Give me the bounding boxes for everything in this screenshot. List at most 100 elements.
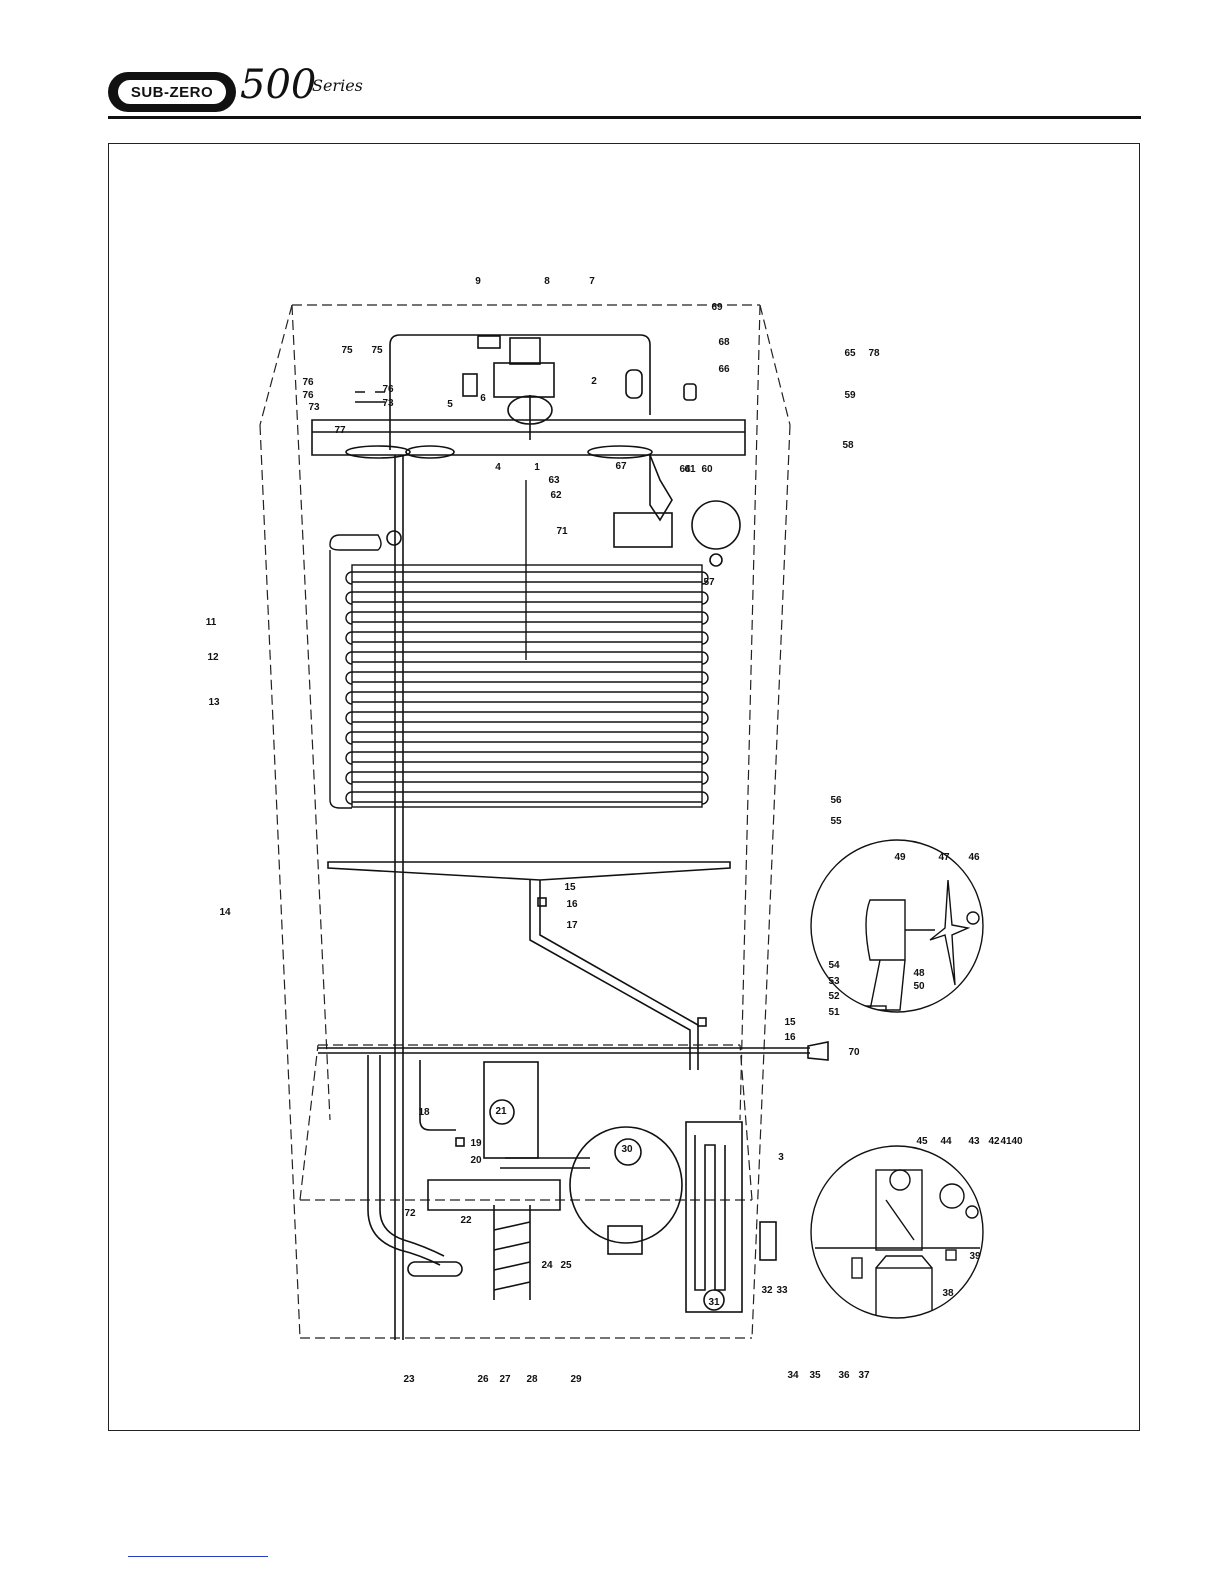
callout-label: 3 [778,1152,784,1163]
cabinet-outline [260,305,790,1338]
callout-label: 15 [784,1017,796,1028]
callout-label: 37 [858,1370,870,1381]
footer-link-underline [128,1556,268,1557]
callout-label: 63 [548,475,560,486]
callout-label: 51 [828,1007,840,1018]
coil-return-bend [702,592,708,604]
callout-label: 9 [475,276,481,287]
callout-label: 64 [679,464,691,475]
callout-label: 57 [703,577,715,588]
callout-label: 29 [570,1374,582,1385]
coil-return-bend [702,712,708,724]
callout-label: 5 [447,399,453,410]
callout-label: 69 [711,302,723,313]
coil-return-bend [346,792,352,804]
callout-label: 15 [564,882,576,893]
coil-return-bend [346,572,352,584]
callout-label: 38 [942,1288,954,1299]
callout-label: 43 [968,1136,980,1147]
condenser-coil [330,480,708,808]
callout-label: 42 [988,1136,1000,1147]
evaporator-tray [312,335,745,1340]
coil-return-bend [702,652,708,664]
callout-label: 65 [844,348,856,359]
callout-label: 26 [477,1374,489,1385]
coil-return-bend [346,732,352,744]
callout-label: 52 [828,991,840,1002]
callout-label: 54 [828,960,840,971]
callout-label: 68 [718,337,730,348]
callout-label: 6 [480,393,486,404]
callout-label: 78 [868,348,880,359]
coil-return-bend [346,672,352,684]
callout-label: 70 [848,1047,860,1058]
callout-label: 34 [787,1370,799,1381]
callout-label: 24 [541,1260,553,1271]
callout-label: 46 [968,852,980,863]
callout-label: 39 [969,1251,981,1262]
callout-label: 19 [470,1138,482,1149]
callout-label: 4 [495,462,501,473]
callout-label: 56 [830,795,842,806]
callout-label: 17 [566,920,578,931]
callout-label: 33 [776,1285,788,1296]
callout-label: 13 [208,697,220,708]
callout-label: 76 [302,390,314,401]
callout-label: 53 [828,976,840,987]
callout-label: 45 [916,1136,928,1147]
coil-return-bend [702,772,708,784]
callout-label: 73 [382,398,394,409]
callout-label: 12 [207,652,219,663]
coil-return-bend [702,612,708,624]
callout-label: 16 [566,899,578,910]
coil-return-bend [346,652,352,664]
callout-label: 30 [621,1144,633,1155]
detail-compressor-relay [811,1145,983,1324]
callout-label: 40 [1011,1136,1023,1147]
coil-return-bend [346,692,352,704]
callout-label: 76 [382,384,394,395]
callout-label: 41 [1000,1136,1012,1147]
callout-label: 18 [418,1107,430,1118]
coil-return-bend [346,752,352,764]
callout-label: 50 [913,981,925,992]
coil-return-bend [702,692,708,704]
coil-return-bend [346,632,352,644]
callout-label: 72 [404,1208,416,1219]
callout-label: 77 [334,425,346,436]
callout-label: 71 [556,526,568,537]
callout-label: 31 [708,1297,720,1308]
callout-label: 44 [940,1136,952,1147]
callout-label: 1 [534,462,540,473]
coil-return-bend [702,632,708,644]
callout-label: 16 [784,1032,796,1043]
callout-label: 8 [544,276,550,287]
callout-label: 11 [206,617,217,628]
callout-label: 7 [589,276,595,287]
callout-label: 76 [302,377,314,388]
coil-return-bend [702,752,708,764]
callout-label: 2 [591,376,597,387]
callout-label: 75 [371,345,383,356]
callout-label: 22 [460,1215,472,1226]
callout-label: 73 [308,402,320,413]
callout-label: 58 [842,440,854,451]
callout-labels: 1234567891112131415151616171819202122232… [206,276,1023,1385]
callout-label: 49 [894,852,906,863]
callout-label: 35 [809,1370,821,1381]
callout-label: 66 [718,364,730,375]
callout-label: 32 [761,1285,773,1296]
callout-label: 27 [499,1374,511,1385]
callout-label: 14 [219,907,231,918]
callout-label: 75 [341,345,353,356]
callout-label: 28 [526,1374,538,1385]
callout-label: 23 [403,1374,415,1385]
callout-label: 48 [913,968,925,979]
callout-label: 59 [844,390,856,401]
callout-label: 20 [470,1155,482,1166]
coil-return-bend [346,712,352,724]
callout-label: 62 [550,490,562,501]
callout-label: 60 [701,464,713,475]
callout-label: 55 [830,816,842,827]
